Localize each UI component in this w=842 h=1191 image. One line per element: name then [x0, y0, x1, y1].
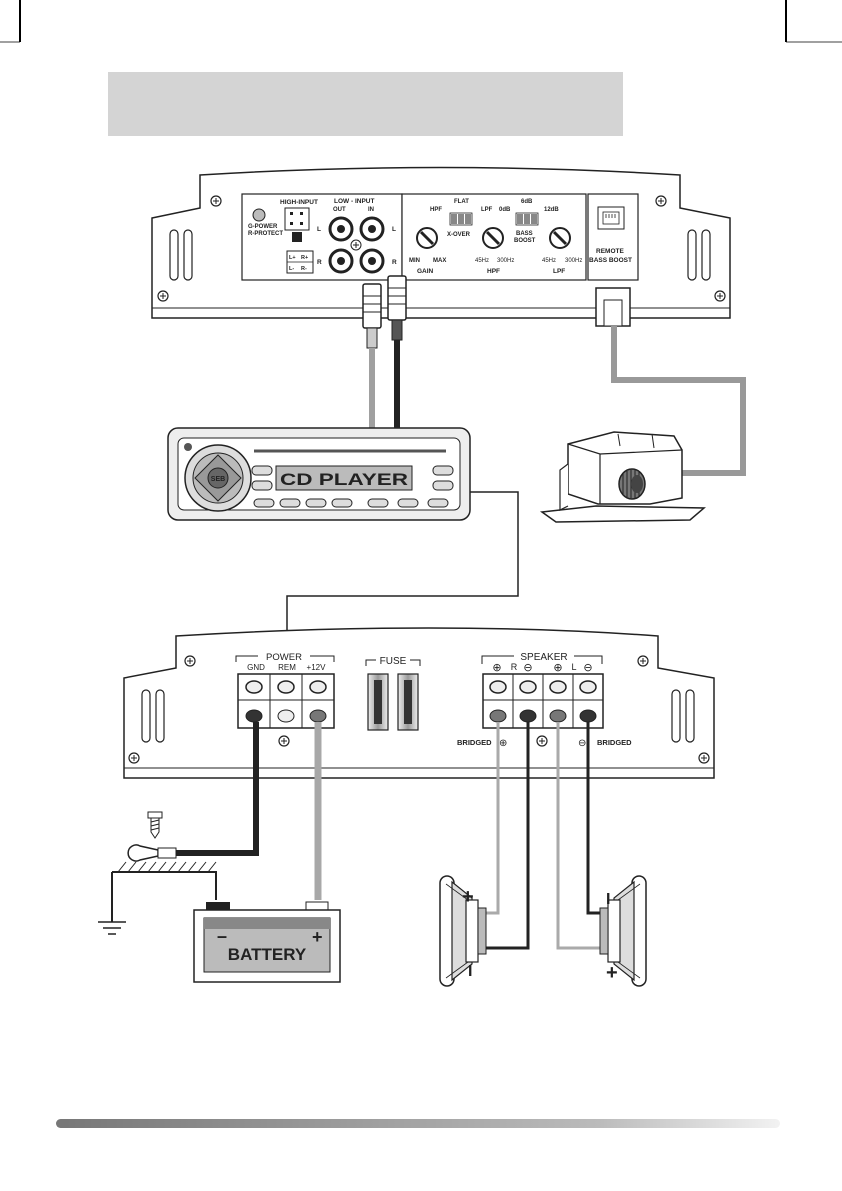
power-label: POWER [266, 652, 302, 663]
svg-text:MIN: MIN [409, 258, 420, 264]
speaker-left: + I [440, 876, 486, 986]
low-input-label: LOW - INPUT [334, 198, 374, 205]
power-terminal-block[interactable] [238, 674, 334, 728]
svg-text:FLAT: FLAT [454, 199, 469, 205]
svg-text:BASS: BASS [516, 231, 533, 237]
svg-text:⊕: ⊕ [492, 662, 501, 674]
svg-text:GAIN: GAIN [417, 268, 434, 275]
battery: – + BATTERY [194, 902, 340, 982]
svg-text:R-: R- [301, 266, 307, 272]
bass-boost-switch[interactable] [516, 213, 538, 225]
svg-text:300Hz: 300Hz [565, 258, 582, 264]
cd-player: SEB CD PLAYER [168, 428, 470, 520]
xover-switch[interactable] [450, 213, 472, 225]
speaker-right-minus: I [606, 891, 610, 908]
svg-text:HPF: HPF [430, 207, 442, 213]
svg-text:L: L [571, 662, 576, 672]
title-placeholder-box [108, 72, 623, 136]
svg-text:12dB: 12dB [544, 207, 559, 213]
svg-text:L: L [392, 226, 396, 233]
svg-text:OUT: OUT [333, 207, 346, 213]
svg-text:⊖: ⊖ [578, 738, 586, 749]
g-power-label: G-POWER [248, 224, 278, 230]
bass-boost-knob[interactable] [619, 469, 645, 499]
battery-minus: – [217, 926, 227, 946]
svg-text:⊖: ⊖ [583, 662, 592, 674]
svg-text:45Hz: 45Hz [475, 258, 489, 264]
high-input-plug [292, 232, 302, 242]
high-input-label: HIGH-INPUT [280, 199, 318, 206]
svg-text:GND: GND [247, 663, 265, 672]
battery-label: BATTERY [228, 945, 307, 964]
svg-text:HPF: HPF [487, 268, 500, 275]
cd-player-dial[interactable]: SEB [185, 445, 251, 511]
amplifier-power-panel: POWER GND REM +12V FUSE SPEAKER ⊕ R ⊖ [124, 628, 714, 778]
bass-boost-remote [542, 432, 704, 522]
svg-text:X-OVER: X-OVER [447, 232, 471, 238]
svg-text:L+: L+ [289, 255, 296, 261]
svg-text:L: L [317, 226, 321, 233]
svg-text:R: R [392, 259, 397, 266]
svg-text:BOOST: BOOST [514, 238, 536, 244]
bridged-left-label: BRIDGED [457, 738, 492, 747]
ring-terminal [128, 845, 176, 861]
svg-text:R+: R+ [301, 255, 308, 261]
svg-text:45Hz: 45Hz [542, 258, 556, 264]
cd-player-display-text: CD PLAYER [280, 470, 408, 489]
cd-player-logo: SEB [211, 476, 225, 483]
svg-text:REM: REM [278, 663, 296, 672]
svg-text:MAX: MAX [433, 258, 446, 264]
svg-text:⊖: ⊖ [523, 662, 532, 674]
svg-text:REMOTE: REMOTE [596, 248, 624, 255]
speaker-terminal-block[interactable] [483, 674, 603, 728]
svg-text:IN: IN [368, 207, 374, 213]
svg-text:R: R [317, 259, 322, 266]
r-protect-label: R-PROTECT [248, 231, 283, 237]
speaker-left-minus: I [468, 963, 472, 980]
footer-bar [56, 1119, 780, 1128]
gain-knob[interactable] [417, 228, 437, 248]
lpf-knob[interactable] [550, 228, 570, 248]
speaker-left-plus: + [462, 886, 474, 908]
svg-text:300Hz: 300Hz [497, 258, 514, 264]
svg-text:BASS BOOST: BASS BOOST [589, 257, 632, 264]
svg-text:⊕: ⊕ [499, 738, 507, 749]
svg-text:LPF: LPF [481, 207, 493, 213]
svg-text:0dB: 0dB [499, 207, 511, 213]
fuse-label: FUSE [380, 656, 407, 667]
remote-plug [596, 288, 630, 326]
amplifier-input-panel: G-POWER R-PROTECT HIGH-INPUT L+ R+ L- R-… [152, 168, 730, 319]
svg-text:+12V: +12V [307, 663, 327, 672]
svg-text:⊕: ⊕ [553, 662, 562, 674]
ground-screw [148, 812, 162, 838]
svg-text:R: R [511, 662, 518, 672]
bridged-right-label: BRIDGED [597, 738, 632, 747]
speaker-right-plus: + [606, 962, 618, 984]
hpf-knob[interactable] [483, 228, 503, 248]
svg-text:LPF: LPF [553, 268, 565, 275]
svg-text:L-: L- [289, 266, 294, 272]
svg-text:6dB: 6dB [521, 199, 533, 205]
speaker-right: I + [600, 876, 646, 986]
battery-plus: + [312, 927, 323, 947]
